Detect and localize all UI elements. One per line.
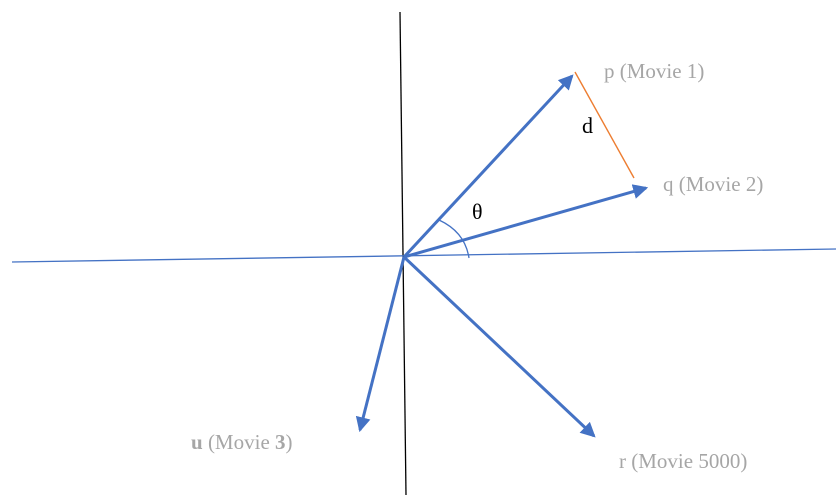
vector-p-label: p (Movie 1) (604, 59, 704, 83)
vector-u-name: u (191, 430, 203, 454)
vector-u-label: u (Movie 3) (191, 430, 293, 454)
distance-label: d (582, 113, 593, 138)
angle-label: θ (472, 199, 483, 224)
vector-r-label: r (Movie 5000) (619, 449, 747, 473)
distance-line (574, 71, 635, 179)
vector-q-label: q (Movie 2) (663, 172, 763, 196)
vector-u-number: 3 (275, 430, 286, 454)
vector-u-text-c: ) (286, 430, 293, 454)
horizontal-axis (11, 248, 837, 263)
vector-r-name: r (619, 449, 626, 473)
angle-arc (438, 219, 470, 259)
vector-r-text: (Movie 5000) (626, 449, 747, 473)
vector-q-text: (Movie 2) (674, 172, 764, 196)
vector-r-arrow (402, 255, 596, 438)
vector-p-arrow (402, 74, 574, 259)
vertical-axis (399, 11, 407, 496)
vector-u-arrow (355, 256, 406, 433)
vector-u-text-a: (Movie (203, 430, 275, 454)
vector-p-name: p (604, 59, 615, 83)
vector-p-text: (Movie 1) (615, 59, 705, 83)
vector-q-name: q (663, 172, 674, 196)
vector-q-arrow (403, 184, 649, 259)
